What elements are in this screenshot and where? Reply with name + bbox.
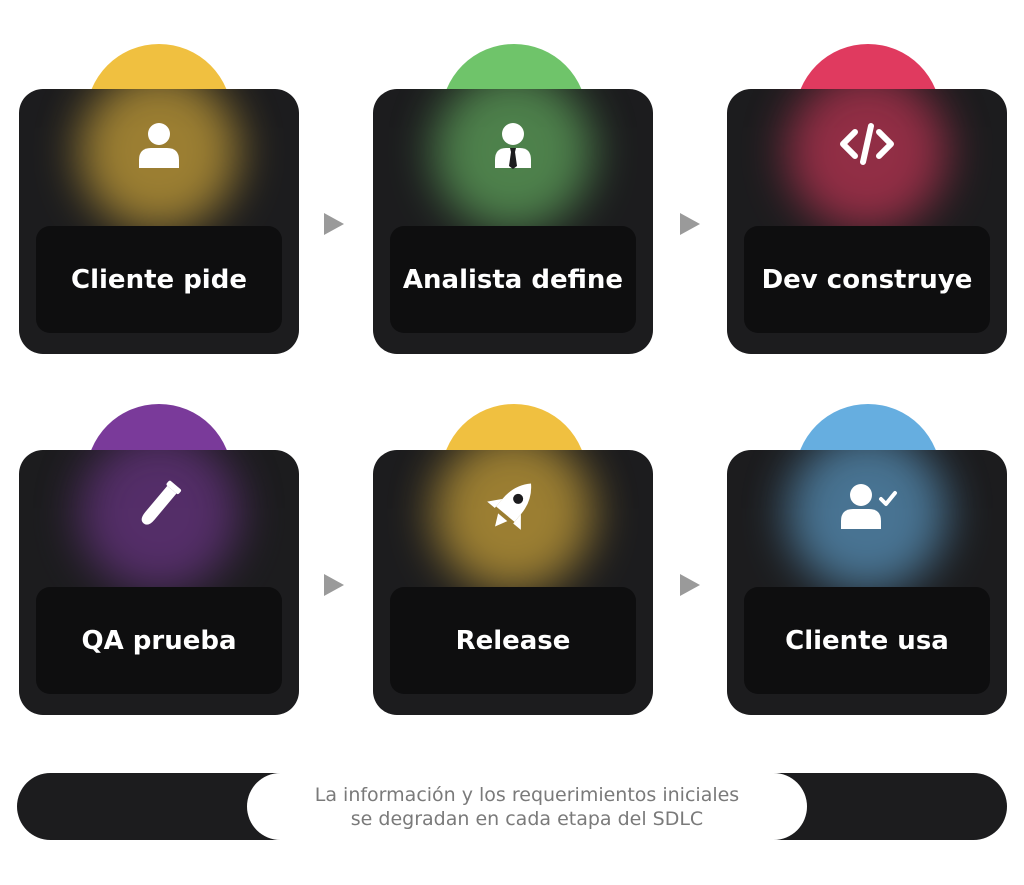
step-1-label-box: Cliente pide [36,226,282,333]
step-4-label-box: QA prueba [36,587,282,694]
step-label: Cliente usa [785,625,949,656]
step-6-label-box: Cliente usa [744,587,990,694]
step-label: QA prueba [81,625,237,656]
step-3-label-box: Dev construye [744,226,990,333]
user-tie-icon [481,112,545,176]
flow-arrow [680,213,700,235]
step-5-label-box: Release [390,587,636,694]
step-card-analista-define: Analista define [373,89,653,354]
step-label: Analista define [402,264,624,295]
flow-arrow [324,574,344,596]
flow-arrow [324,213,344,235]
caption-line-2: se degradan en cada etapa del SDLC [350,807,704,830]
step-card-dev-construye: Dev construye [727,89,1007,354]
flow-arrow [680,574,700,596]
user-icon [127,112,191,176]
code-icon [835,112,899,176]
step-label: Release [455,625,571,656]
step-2-label-box: Analista define [390,226,636,333]
step-card-release: Release [373,450,653,715]
caption-line-1: La información y los requerimientos inic… [314,783,740,806]
step-card-cliente-pide: Cliente pide [19,89,299,354]
rocket-icon [481,473,545,537]
step-card-cliente-usa: Cliente usa [727,450,1007,715]
step-3-glow [787,89,947,231]
step-5-glow [433,450,593,592]
test-tube-icon [127,473,191,537]
caption-pill: La información y los requerimientos inic… [247,773,807,840]
step-card-qa-prueba: QA prueba [19,450,299,715]
step-label: Cliente pide [71,264,247,295]
step-4-glow [79,450,239,592]
step-label: Dev construye [761,264,973,295]
user-check-icon [835,473,899,537]
